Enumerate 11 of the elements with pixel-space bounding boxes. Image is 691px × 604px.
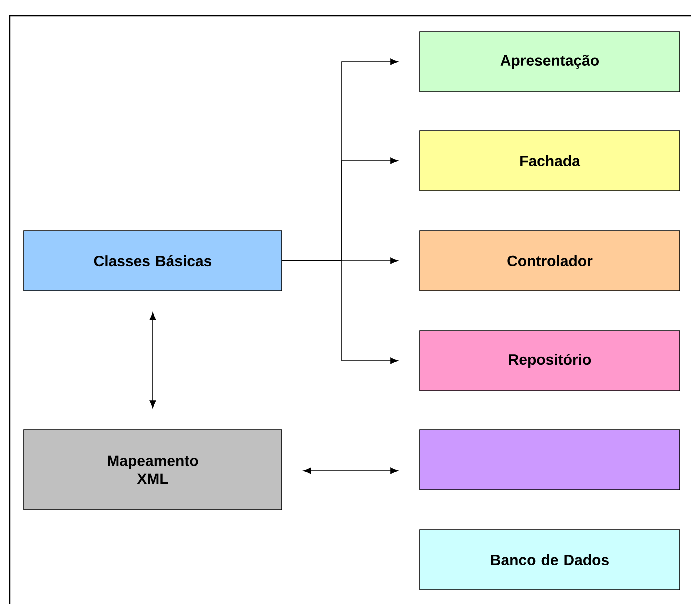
- process-box: Mapeamento XML: [24, 430, 282, 510]
- process-box: Controlador: [420, 230, 680, 292]
- arrow: [304, 468, 398, 474]
- process-box: [420, 430, 680, 490]
- process-box: Banco de Dados: [420, 530, 680, 590]
- process-box: Apresentação: [420, 32, 680, 92]
- arrow: [282, 260, 398, 364]
- process-box: Classes Básicas: [24, 230, 282, 292]
- process-box: Fachada: [420, 130, 680, 192]
- process-box: Repositório: [420, 330, 680, 392]
- arrow: [150, 312, 156, 408]
